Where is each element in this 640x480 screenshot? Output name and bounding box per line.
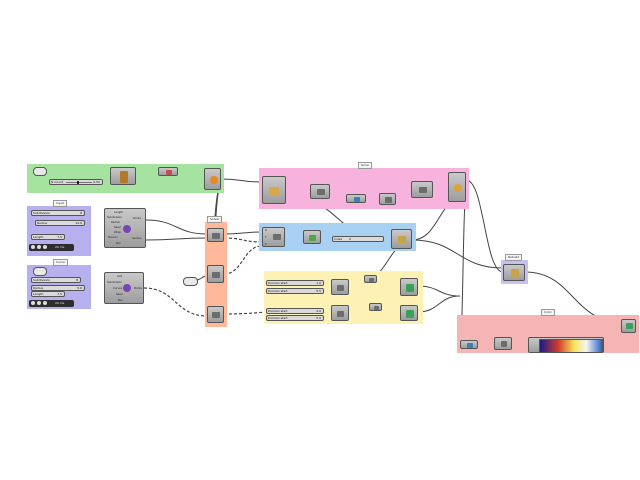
- component-construct-domain-2[interactable]: [331, 305, 349, 321]
- timer-bar-curve[interactable]: 20 ms: [29, 300, 74, 307]
- component-solver-b[interactable]: [207, 265, 224, 283]
- component-rebuild[interactable]: [503, 264, 525, 281]
- component-series[interactable]: [158, 167, 178, 176]
- timer-label: 20 ms: [55, 245, 65, 249]
- component-construct[interactable]: [110, 167, 136, 185]
- component-remap-2[interactable]: [400, 305, 418, 321]
- component-tree[interactable]: [204, 168, 221, 190]
- group-solver-title: Solver: [207, 216, 223, 223]
- wire[interactable]: [417, 285, 461, 297]
- play-icon[interactable]: [31, 301, 35, 305]
- group-input-title: Input: [53, 200, 67, 207]
- solver-output-label: Points: [133, 217, 141, 220]
- wire[interactable]: [223, 245, 263, 275]
- component-blue-3[interactable]: [391, 229, 412, 249]
- wire[interactable]: [465, 179, 504, 273]
- stop-icon[interactable]: [43, 301, 47, 305]
- solver-input-label: Length: [114, 211, 123, 214]
- toggle-loose[interactable]: [183, 277, 198, 286]
- stop-icon[interactable]: [43, 245, 47, 249]
- component-grow-4[interactable]: [379, 193, 396, 205]
- component-blue-1[interactable]: D T P: [262, 227, 285, 247]
- slider-curve-subdivision[interactable]: Subdivision 8: [31, 277, 81, 283]
- gradient-bar[interactable]: [539, 339, 603, 353]
- component-gradient[interactable]: [528, 337, 604, 353]
- slider-value: 0.50: [93, 180, 100, 184]
- slider-length[interactable]: Length 7.5: [31, 234, 65, 240]
- component-yellow-a[interactable]: [364, 275, 377, 283]
- wire[interactable]: [143, 287, 208, 317]
- slider-knob[interactable]: [77, 181, 79, 184]
- component-grow-6[interactable]: [448, 172, 466, 202]
- slider-domain-start-2[interactable]: Domain start 5.5: [266, 288, 324, 294]
- slider-curve-radius[interactable]: Radius 5.6: [31, 285, 85, 291]
- wire[interactable]: [145, 219, 208, 235]
- slider-domain-start-3[interactable]: Domain start 2.0: [266, 308, 324, 314]
- slider-index[interactable]: Index 0: [332, 236, 384, 242]
- slider-domain-start-1[interactable]: Domain start 1.0: [266, 280, 324, 286]
- slider-subdivision[interactable]: Subdivision 8: [31, 210, 85, 216]
- slider-radius[interactable]: Radius 12.8: [35, 220, 85, 226]
- timer-bar[interactable]: 20 ms: [29, 244, 74, 251]
- wire[interactable]: [411, 239, 504, 269]
- timer-label: 20 ms: [55, 301, 65, 305]
- slider-name: N Count: [51, 180, 64, 184]
- pause-icon[interactable]: [37, 245, 41, 249]
- slider-domain-start-4[interactable]: Domain start 5.0: [266, 315, 324, 321]
- component-color-2[interactable]: [494, 337, 512, 350]
- toggle-param[interactable]: [33, 167, 47, 176]
- group-grow-title: Grow: [358, 162, 372, 169]
- component-grow-2[interactable]: [310, 184, 330, 199]
- slider-curve-length[interactable]: Length 7.5: [31, 291, 65, 297]
- component-solver[interactable]: Length Subdivision Radius Seed Wrap Tens…: [104, 208, 146, 248]
- component-grow-1[interactable]: [262, 176, 286, 204]
- component-construct-domain-1[interactable]: [331, 279, 349, 295]
- wire[interactable]: [417, 295, 461, 313]
- group-curve-title: Curve: [53, 259, 68, 266]
- component-blue-2[interactable]: [303, 230, 321, 244]
- component-remap-1[interactable]: [400, 278, 418, 296]
- wire[interactable]: [145, 237, 208, 241]
- wire[interactable]: [223, 231, 263, 235]
- wire[interactable]: [220, 178, 263, 183]
- play-icon[interactable]: [31, 245, 35, 249]
- component-grow-3[interactable]: [346, 194, 366, 203]
- wire[interactable]: [223, 237, 263, 243]
- component-curve-solver[interactable]: Add Subdivision Curves Seed Run Points: [104, 272, 144, 304]
- component-preview[interactable]: [621, 319, 636, 333]
- pause-icon[interactable]: [37, 301, 41, 305]
- component-color-1[interactable]: [460, 340, 478, 349]
- component-solver-c[interactable]: [207, 306, 224, 323]
- toggle-curve[interactable]: [33, 267, 47, 276]
- group-rebuild-title: Rebuild: [505, 254, 523, 261]
- slider-count[interactable]: N Count 0.50: [49, 179, 103, 185]
- group-color-title: Color: [541, 309, 555, 316]
- component-yellow-b[interactable]: [369, 303, 382, 311]
- component-grow-5[interactable]: [411, 181, 433, 198]
- component-solver-a[interactable]: [207, 228, 224, 242]
